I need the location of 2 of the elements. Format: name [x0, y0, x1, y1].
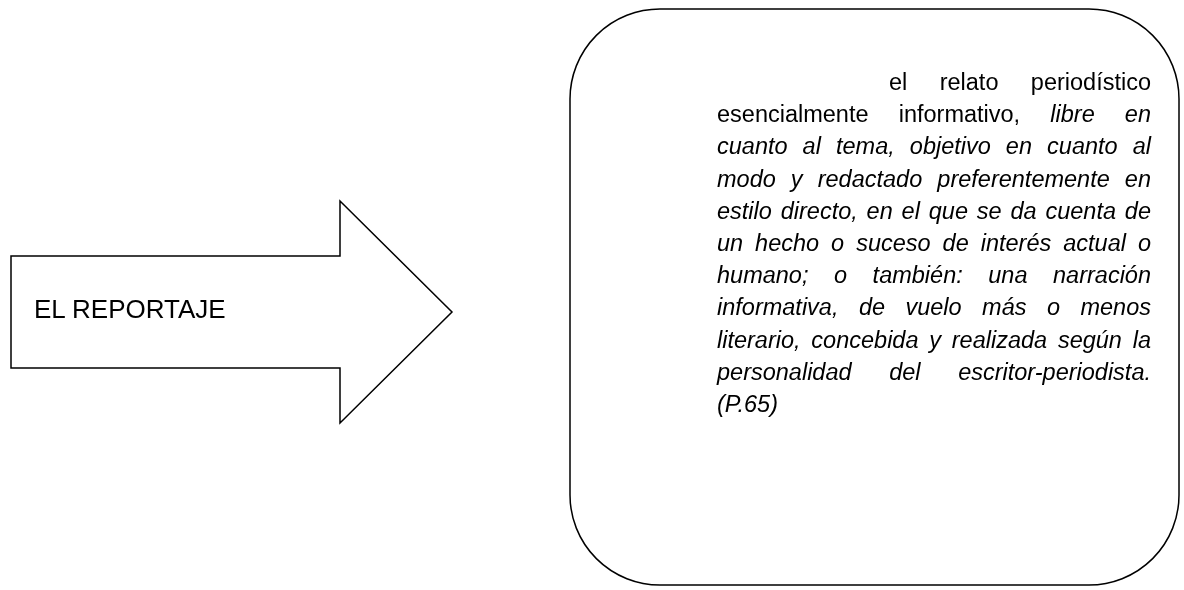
definition-text: el relato periodístico esencialmente informativo, libre en cuanto al tema, objetivo en cuanto al modo y redactado preferentemente en estilo directo, en el que se da cuenta de un hecho o suceso de interés actual o humano; o también: una narración informativa, de vuelo más o menos literario, concebida y realizada según la personalidad del escritor-periodista. (P.65): [717, 68, 1151, 419]
arrow-label: EL REPORTAJE: [34, 293, 227, 326]
